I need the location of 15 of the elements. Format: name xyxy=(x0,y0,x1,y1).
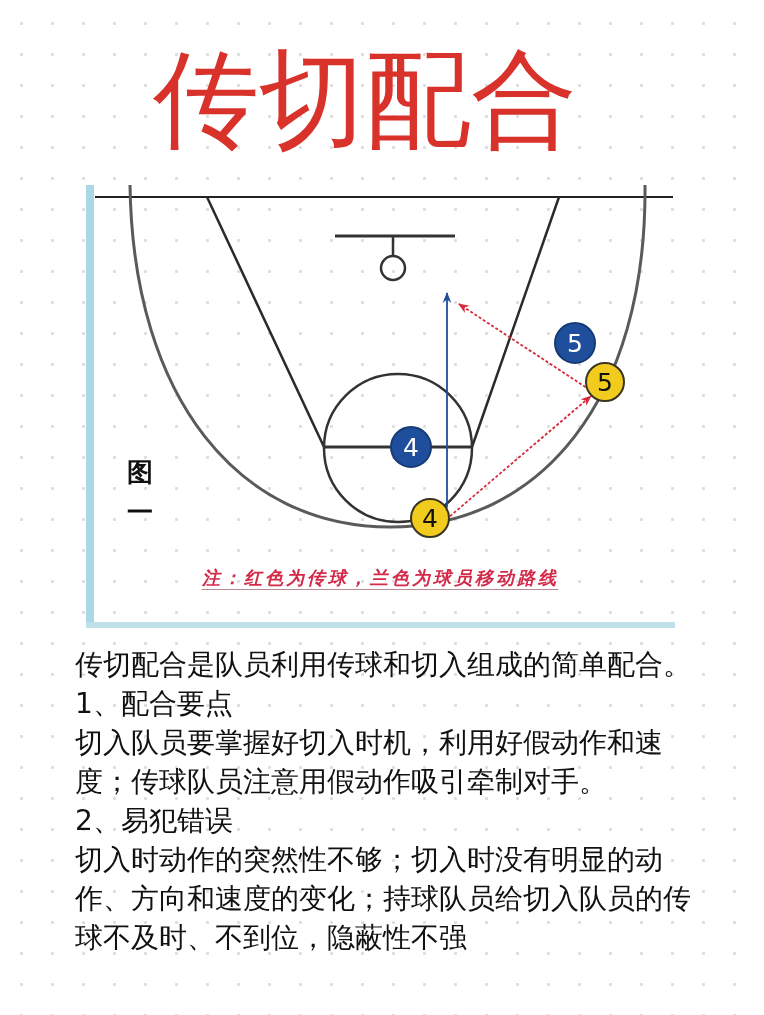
player-marker: 5 xyxy=(554,322,596,364)
figure-label: 图一 xyxy=(127,456,154,529)
section-heading: 2、易犯错误 xyxy=(75,803,233,839)
arrow xyxy=(442,291,452,509)
player-marker: 5 xyxy=(585,362,625,402)
player-marker: 4 xyxy=(390,426,432,468)
paragraph: 切入时动作的突然性不够；切入时没有明显的动作、方向和速度的变化；持球队员给切入队员的传球不及时、不到位，隐蔽性不强 xyxy=(75,842,692,956)
player-marker: 4 xyxy=(410,498,450,538)
title: 传切配合 xyxy=(153,38,577,162)
paragraph: 传切配合是队员利用传球和切入组成的简单配合。 xyxy=(75,647,691,683)
dashed-arrow xyxy=(449,395,592,518)
note-text: 注：红色为传球，兰色为球员移动路线 xyxy=(201,566,559,590)
paragraph: 切入队员要掌握好切入时机，利用好假动作和速度；传球队员注意用假动作吸引牵制对手。 xyxy=(75,725,664,800)
section-heading: 1、配合要点 xyxy=(75,686,233,722)
dashed-arrow xyxy=(458,303,587,389)
